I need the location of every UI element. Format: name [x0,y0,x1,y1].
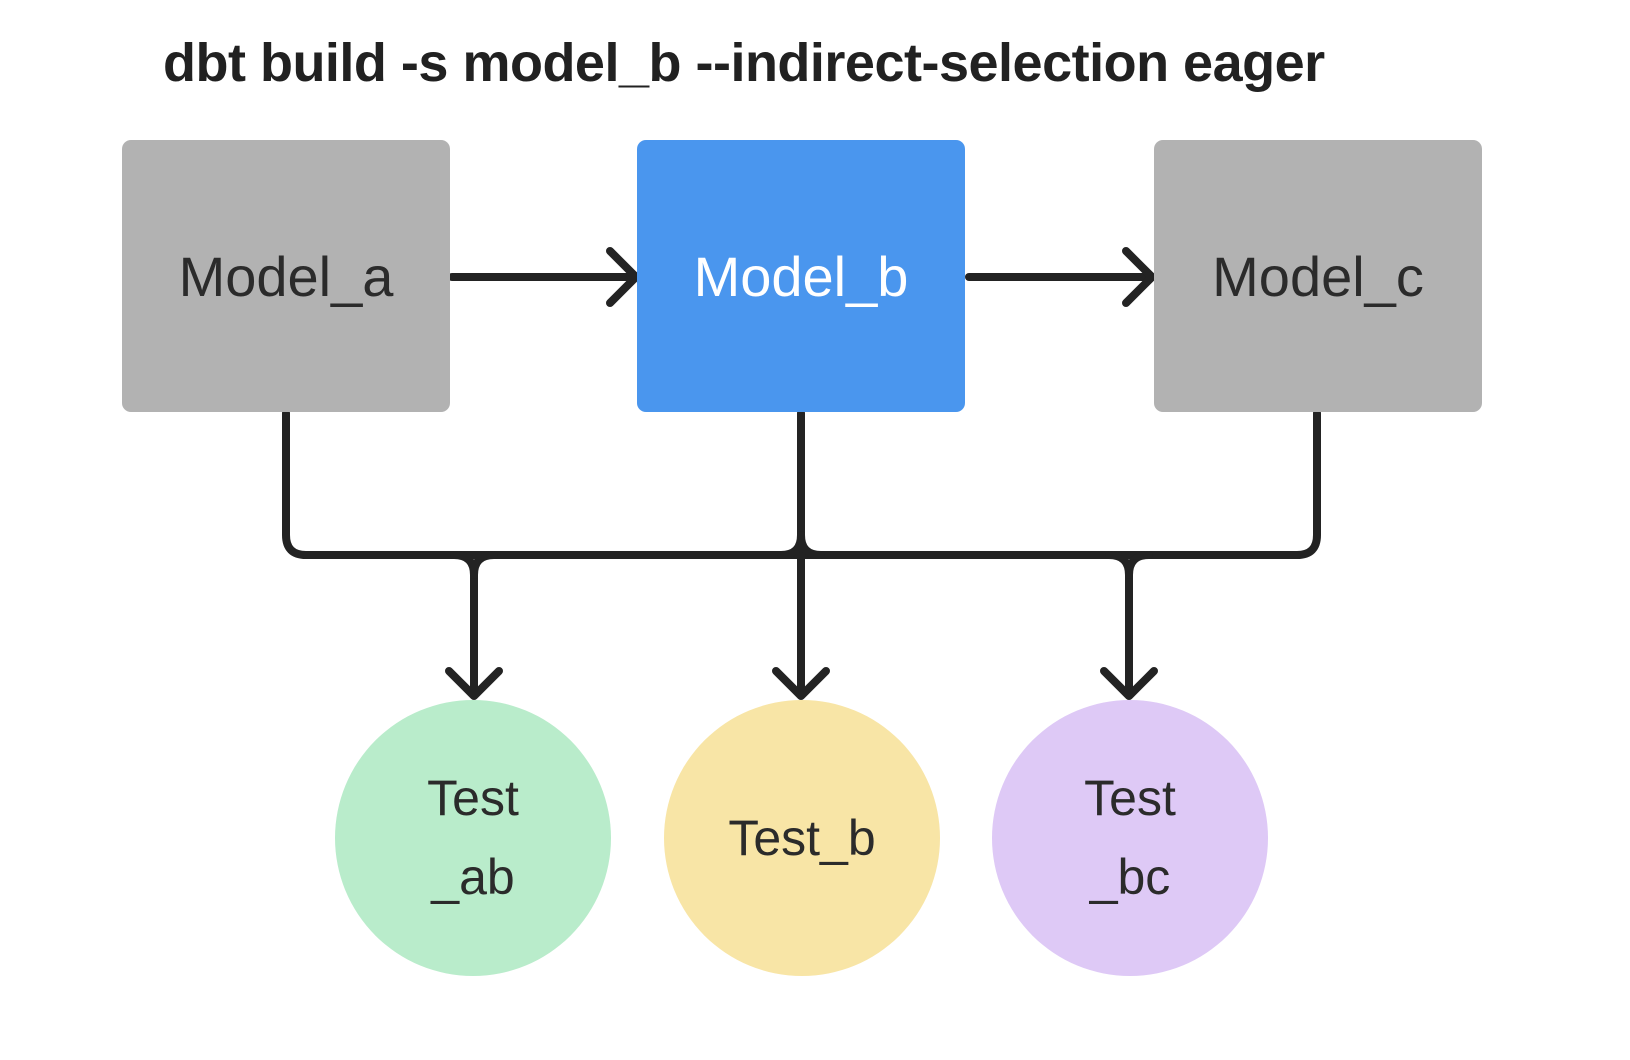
node-model-b-label: Model_b [693,244,909,308]
edge-model-b-to-model-c [965,247,1156,307]
funnel-fillet [470,551,498,579]
node-model-a-label: Model_a [178,244,394,308]
edge-drop-test-ab [445,551,503,700]
edge-drop-test-bc [1100,551,1158,700]
arrowhead-right-icon [1122,247,1156,307]
node-model-c: Model_c [1154,140,1482,412]
node-test-bc: Test _bc [992,700,1268,976]
node-test-ab: Test _ab [335,700,611,976]
edge-model-a-to-model-b [448,247,640,307]
arrowhead-down-icon [445,667,503,700]
edge-model-b-to-test-b [772,409,830,700]
node-model-a: Model_a [122,140,450,412]
node-model-c-label: Model_c [1212,244,1424,308]
node-test-bc-label-line1: Test [1084,770,1176,826]
node-test-b: Test_b [664,700,940,976]
node-test-b-label: Test_b [728,809,876,866]
node-test-ab-label-line1: Test [427,770,519,826]
arrowhead-right-icon [606,247,640,307]
diagram-title: dbt build -s model_b --indirect-selectio… [163,33,1325,93]
arrowhead-down-icon [1100,667,1158,700]
rail-fillet-right [797,531,825,559]
arrowhead-down-icon [772,667,830,700]
node-test-bc-label-line2: _bc [1089,849,1171,905]
node-model-b-selected: Model_b [637,140,965,412]
funnel-fillet [1125,551,1153,579]
node-test-ab-label-line2: _ab [431,849,515,905]
